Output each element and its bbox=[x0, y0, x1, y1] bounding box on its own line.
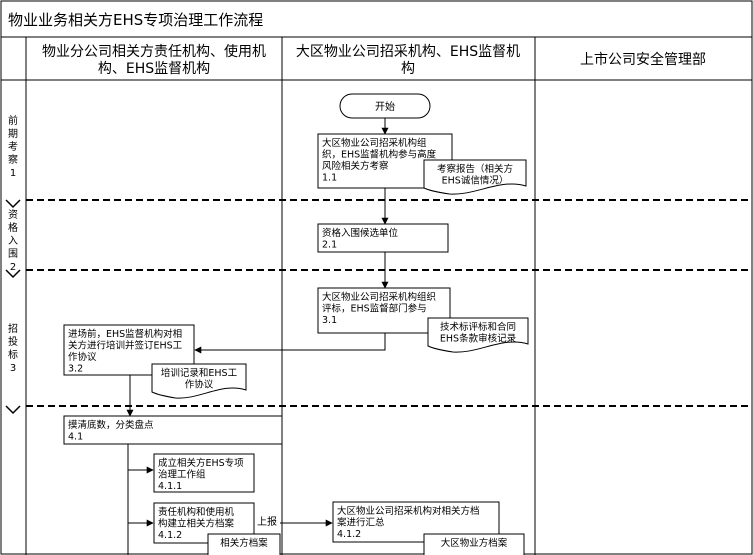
start-node-label: 开始 bbox=[375, 100, 395, 113]
report-label: 上报 bbox=[257, 515, 277, 528]
report-label-bg bbox=[254, 514, 280, 528]
doc-regional-vendor-file-text-0: 大区物业方档案 bbox=[441, 537, 508, 549]
lane-header-1-line2: 构、EHS监督机构 bbox=[98, 61, 210, 77]
lane-header-2-line1: 大区物业公司招采机构、EHS监督机 bbox=[296, 44, 520, 60]
lane-header-3: 上市公司安全管理部 bbox=[580, 51, 706, 68]
lane-header-1-line1: 物业分公司相关方责任机构、使用机 bbox=[42, 43, 266, 60]
doc-vendor-file-shape bbox=[207, 533, 281, 555]
phase-chevron-2 bbox=[5, 269, 21, 279]
diagram-title: 物业业务相关方EHS专项治理工作流程 bbox=[8, 11, 263, 29]
step-4-1-1-box-text-0: 成立相关方EHS专项 bbox=[158, 457, 244, 469]
step-4-1-box-text-0: 摸清底数，分类盘点 bbox=[68, 419, 154, 431]
step-2-1-box-text-1: 2.1 bbox=[322, 240, 337, 251]
doc-regional-vendor-file: 大区物业方档案 bbox=[423, 533, 525, 555]
step-3-1-box-text-0: 大区物业公司招采机构组织 bbox=[322, 291, 436, 303]
doc-training-record-text-1: 作协议 bbox=[185, 379, 214, 391]
step-1-1-box-text-2: 风险相关方考察 bbox=[322, 160, 389, 172]
step-1-1-box-text-0: 大区物业公司招采机构组 bbox=[322, 137, 427, 149]
doc-vendor-file: 相关方档案 bbox=[207, 533, 281, 555]
doc-survey-report-shape bbox=[423, 159, 527, 195]
step-3-2-box-text-2: 作协议 bbox=[68, 351, 97, 363]
doc-bid-review-record-shape bbox=[427, 317, 529, 353]
doc-regional-vendor-file-shape bbox=[423, 533, 525, 555]
step-4-1-2-hq-box-text-0: 大区物业公司招采机构对相关方档 bbox=[337, 505, 480, 517]
phase-chevron-3 bbox=[5, 405, 21, 415]
step-4-1-1-box-text-2: 4.1.1 bbox=[158, 481, 182, 492]
lane-header-2-line2: 构 bbox=[401, 61, 415, 77]
step-2-1-box-text-0: 资格入围候选单位 bbox=[322, 227, 399, 239]
step-3-2-box-text-3: 3.2 bbox=[68, 364, 83, 375]
phase-chevron-1 bbox=[5, 199, 21, 209]
doc-survey-report-text-0: 考察报告（相关方 bbox=[437, 163, 513, 175]
step-3-2-box-text-1: 关方进行培训并签订EHS工 bbox=[68, 340, 183, 352]
doc-training-record-shape bbox=[151, 363, 247, 399]
step-2-1-box-shape bbox=[317, 223, 449, 253]
step-4-1-2-box-text-2: 4.1.2 bbox=[158, 530, 182, 541]
step-4-1-1-box-text-1: 治理工作组 bbox=[158, 469, 206, 481]
doc-training-record-text-0: 培训记录和EHS工 bbox=[161, 367, 238, 379]
step-4-1-2-hq-box-text-1: 案进行汇总 bbox=[337, 517, 385, 529]
step-3-1-box-text-1: 评标，EHS监督部门参与 bbox=[322, 303, 427, 315]
step-4-1-1-box-shape bbox=[153, 453, 255, 493]
doc-survey-report-text-1: EHS诚信情况） bbox=[442, 175, 509, 187]
doc-bid-review-record-text-0: 技术标评标和合同 bbox=[440, 321, 516, 333]
step-4-1-2-hq-box-text-2: 4.1.2 bbox=[337, 529, 361, 540]
doc-vendor-file-text-0: 相关方档案 bbox=[220, 537, 268, 549]
step-3-1-box-text-2: 3.1 bbox=[322, 315, 337, 326]
doc-bid-review-record-text-1: EHS条款审核记录 bbox=[440, 333, 517, 345]
step-4-1-2-box-text-0: 责任机构和使用机 bbox=[158, 506, 235, 518]
step-4-1-box-text-1: 4.1 bbox=[68, 432, 83, 443]
step-1-1-box-text-1: 织，EHS监督机构参与高度 bbox=[322, 149, 437, 161]
step-4-1-box-shape bbox=[63, 415, 283, 445]
step-1-1-box-text-3: 1.1 bbox=[322, 173, 337, 184]
step-3-2-box-text-0: 进场前，EHS监督机构对相 bbox=[68, 328, 182, 340]
arrow-3-1-to-3-2 bbox=[194, 333, 386, 354]
step-4-1-2-box-text-1: 构建立相关方档案 bbox=[158, 518, 235, 530]
